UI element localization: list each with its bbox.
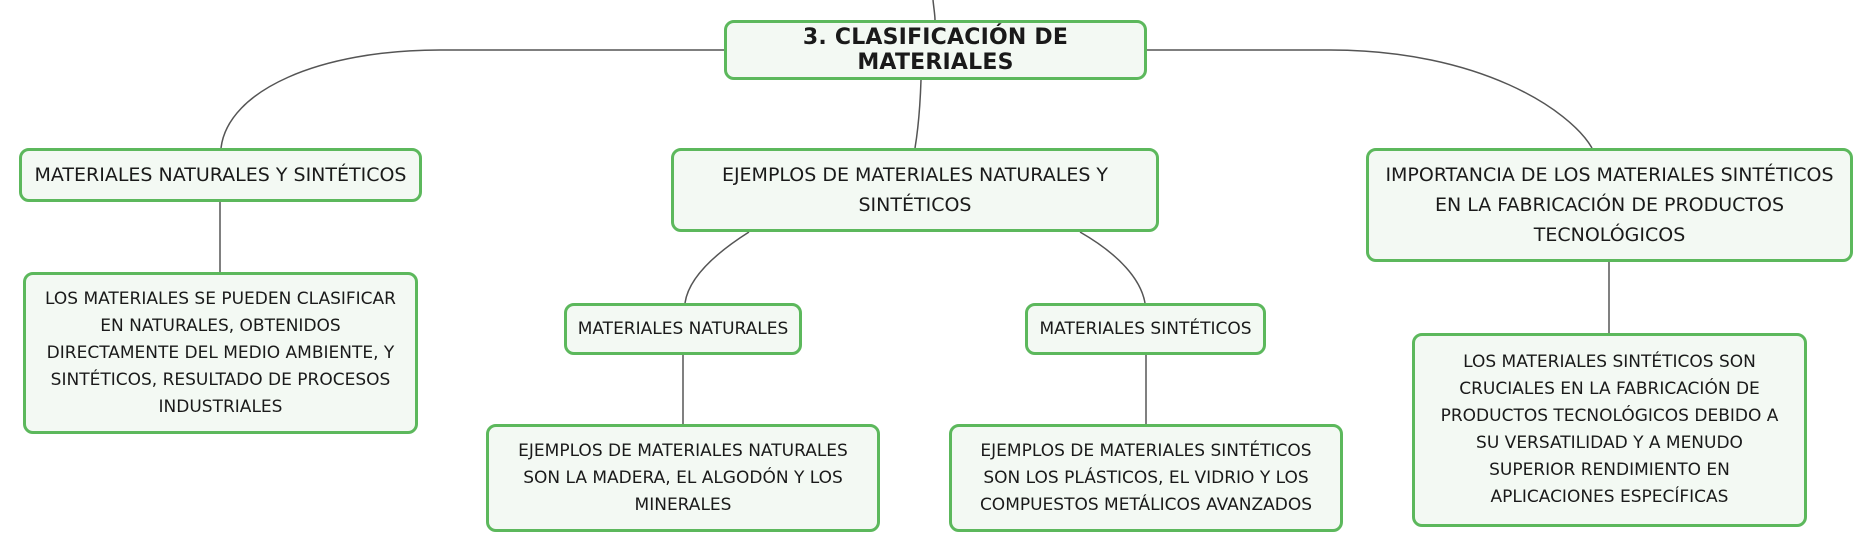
connector-examples-to-synthetic: [1079, 231, 1146, 304]
detail-natural-materials[interactable]: EJEMPLOS DE MATERIALES NATURALES SON LA …: [486, 424, 880, 532]
detail-natural-synthetic[interactable]: LOS MATERIALES SE PUEDEN CLASIFICAR EN N…: [23, 272, 418, 434]
topic-natural-synthetic-label: MATERIALES NATURALES Y SINTÉTICOS: [34, 164, 407, 186]
topic-synthetic-materials[interactable]: MATERIALES SINTÉTICOS: [1025, 303, 1266, 355]
connector-root-to-examples: [914, 79, 922, 149]
connector-examples-to-natural: [684, 231, 750, 304]
topic-natural-synthetic[interactable]: MATERIALES NATURALES Y SINTÉTICOS: [19, 148, 422, 202]
topic-importance-label: IMPORTANCIA DE LOS MATERIALES SINTÉTICOS…: [1385, 164, 1834, 246]
root-topic-label: 3. CLASIFICACIÓN DE MATERIALES: [802, 25, 1069, 75]
detail-natural-synthetic-text: LOS MATERIALES SE PUEDEN CLASIFICAR EN N…: [45, 288, 396, 417]
detail-synthetic-materials[interactable]: EJEMPLOS DE MATERIALES SINTÉTICOS SON LO…: [949, 424, 1343, 532]
connector-parent-to-root: [932, 0, 936, 21]
detail-natural-materials-text: EJEMPLOS DE MATERIALES NATURALES SON LA …: [518, 440, 848, 515]
detail-importance[interactable]: LOS MATERIALES SINTÉTICOS SON CRUCIALES …: [1412, 333, 1807, 527]
topic-examples-label: EJEMPLOS DE MATERIALES NATURALES Y SINTÉ…: [721, 164, 1109, 216]
connector-root-to-natural-synthetic: [220, 49, 724, 149]
topic-examples[interactable]: EJEMPLOS DE MATERIALES NATURALES Y SINTÉ…: [671, 148, 1159, 232]
topic-importance[interactable]: IMPORTANCIA DE LOS MATERIALES SINTÉTICOS…: [1366, 148, 1853, 262]
topic-natural-materials[interactable]: MATERIALES NATURALES: [564, 303, 802, 355]
topic-synthetic-materials-label: MATERIALES SINTÉTICOS: [1039, 319, 1252, 339]
detail-synthetic-materials-text: EJEMPLOS DE MATERIALES SINTÉTICOS SON LO…: [979, 440, 1313, 515]
root-topic[interactable]: 3. CLASIFICACIÓN DE MATERIALES: [724, 20, 1147, 80]
topic-natural-materials-label: MATERIALES NATURALES: [577, 319, 789, 339]
detail-importance-text: LOS MATERIALES SINTÉTICOS SON CRUCIALES …: [1440, 352, 1779, 507]
connector-root-to-importance: [1147, 49, 1593, 149]
